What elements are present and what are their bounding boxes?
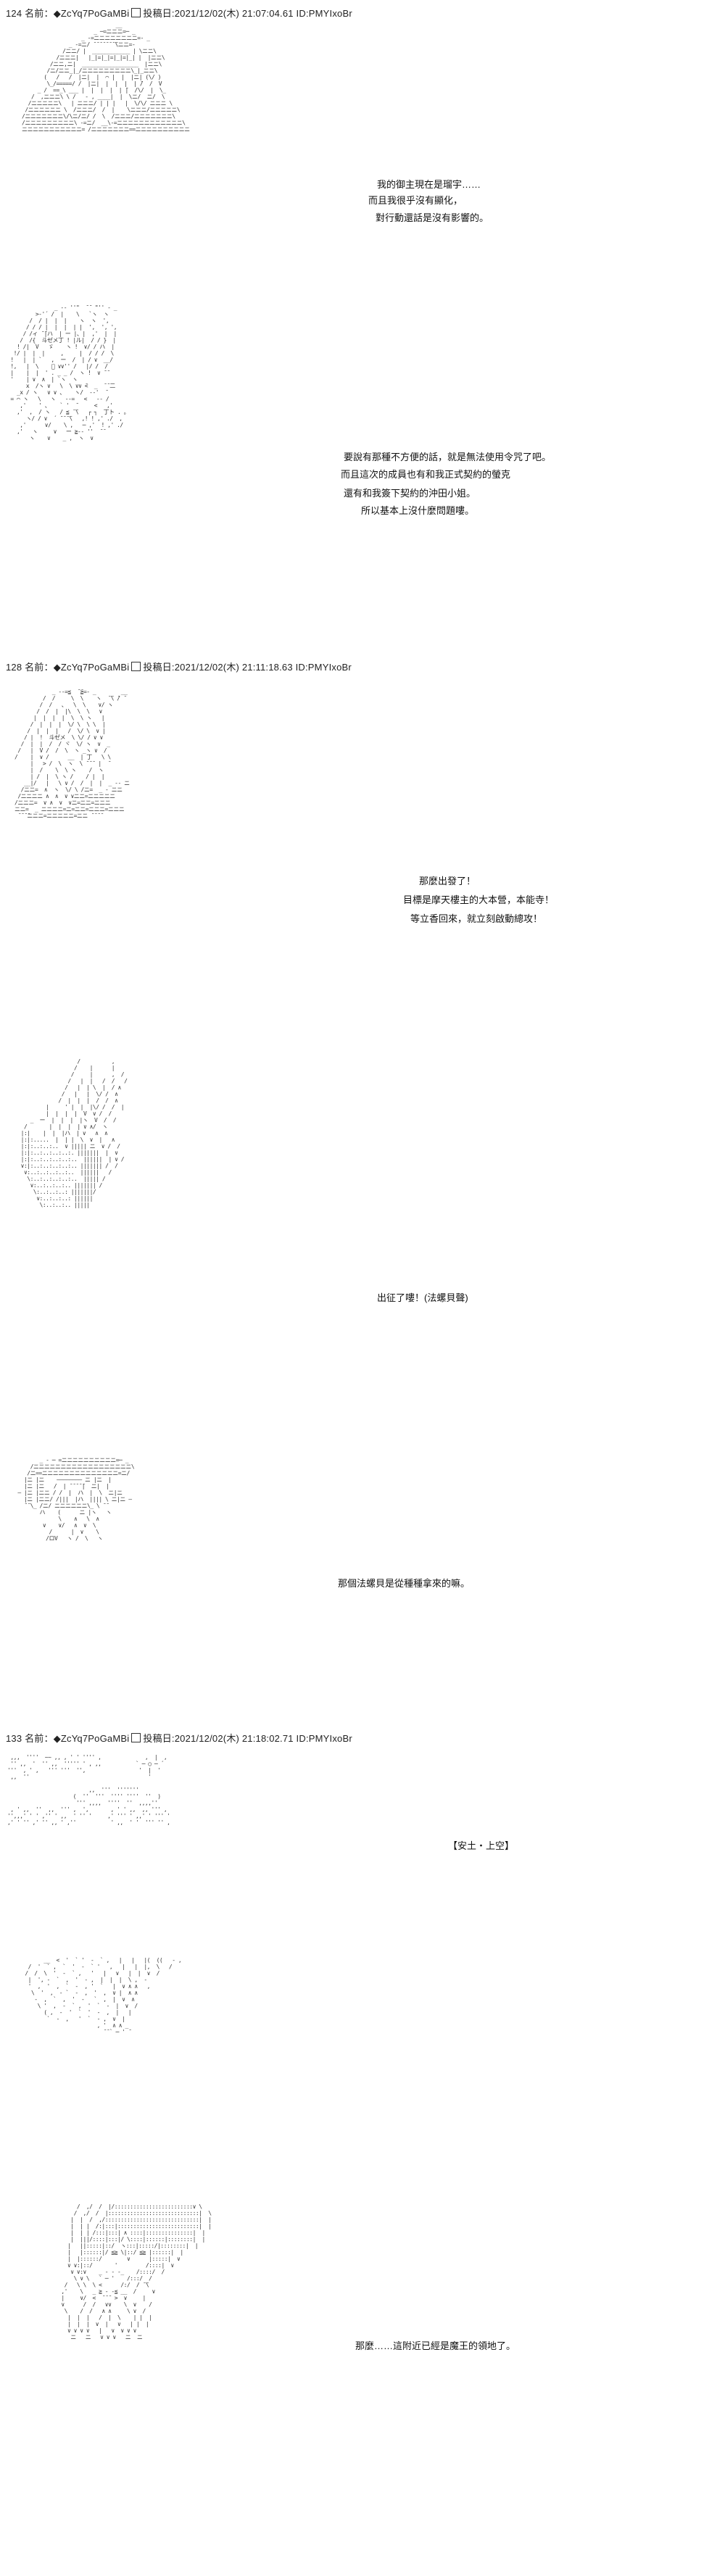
dialogue-line: 那個法螺貝是從種種拿來的嘛。 [338,1578,471,1589]
dialogue-line: 那麼出發了！ [419,876,476,886]
ascii-art-army-banners: / , / | | / | , / / | | / / / / | | \ | … [20,1058,128,1208]
post-author: 133 名前：◆ZcYq7PoGaMBi [6,1733,130,1744]
dialogue-line: 還有和我簽下契約的沖田小姐。 [344,488,476,499]
post-header-133: 133 名前：◆ZcYq7PoGaMBi 投稿日:2021/12/02(木) 21… [6,1731,352,1745]
post-icon [131,1733,141,1742]
post-meta: 投稿日:2021/12/02(木) 21:07:04.61 ID:PMYIxoB… [143,8,352,19]
dialogue-line: 而且我很乎沒有顯化， [368,195,463,206]
dialogue-line: 出征了嘍！(法螺貝聲) [377,1292,468,1303]
dialogue-line: 目標是摩天樓主的大本營，本能寺！ [403,894,555,905]
ascii-art-conch-shell: _ ‐ ─ =ニニニニニニニニニニ=─ _ /ニニニニニニニニニニニニニニニニニ… [17,1457,135,1542]
dialogue-line: 【安土・上空】 [448,1840,515,1851]
post-header-128: 128 名前：◆ZcYq7PoGaMBi 投稿日:2021/12/02(木) 21… [6,660,352,673]
dialogue-line: 而且這次的成員也有和我正式契約的螢克 [341,469,511,480]
post-author: 124 名前：◆ZcYq7PoGaMBi [6,8,130,19]
post-meta: 投稿日:2021/12/02(木) 21:18:02.71 ID:PMYIxoB… [143,1733,352,1744]
dialogue-line: 那麼……這附近已經是魔王的領地了。 [355,2340,516,2351]
ascii-art-sky-clouds: ,,, '''' ~~ ,, , ' ' '''' , , | , '' ,, … [7,1754,170,1826]
post-header-124: 124 名前：◆ZcYq7PoGaMBi 投稿日:2021/12/02(木) 21… [6,6,352,20]
post-author: 128 名前：◆ZcYq7PoGaMBi [6,662,130,673]
ascii-art-character-1: _ -‐ ''" ̄ ̄ "'' ‐ _ >-'´ / | \ `ヽ ヽ / /… [10,304,130,441]
ascii-art-character-3: / ,/ / |/:::::::::::::::::::::::::∨ \ / … [61,2203,212,2340]
post-icon [131,662,141,671]
ascii-art-landscape: __ < ' ` ' - ` , | | |( (( - , / ' ` , `… [25,1957,182,2035]
post-icon [131,8,141,17]
dialogue-line: 所以基本上沒什麼問題嘍。 [361,505,475,516]
dialogue-line: 我的御主現在是瑠宇…… [377,179,481,190]
ascii-art-character-2: _ -‐=≦ ̄ ̄≧=‐ _ __ / / \ \ ヽ ̄ ̄\ ̄/ ̄ /… [14,689,130,819]
dialogue-line: 要說有那種不方便的話，就是無法使用令咒了吧。 [344,452,552,462]
dialogue-line: 等立香回來，就立刻啟動總攻！ [410,913,543,924]
dialogue-line: 對行動還話是沒有影響的。 [376,212,489,223]
post-meta: 投稿日:2021/12/02(木) 21:11:18.63 ID:PMYIxoB… [143,662,352,673]
ascii-art-castle: __ _ ─=ニニニ=─ _ _ -=ニニニニニニニニ=- _ _ -=ニ/ ̄… [22,22,190,133]
